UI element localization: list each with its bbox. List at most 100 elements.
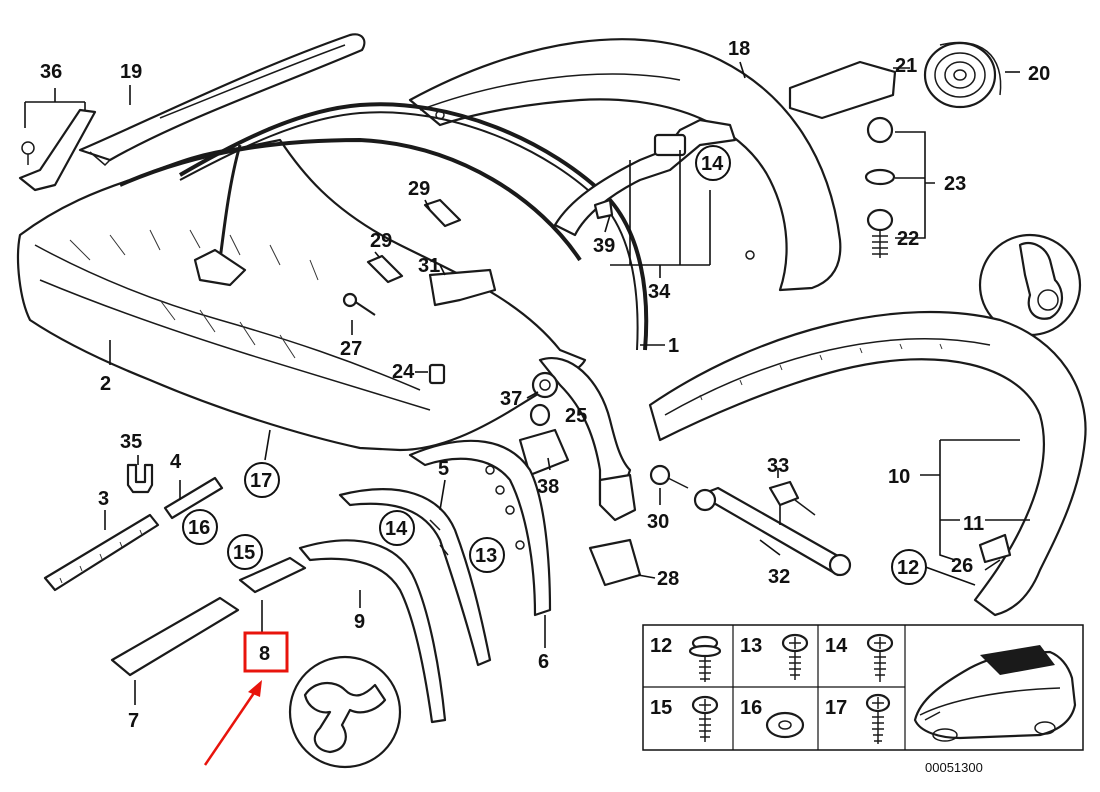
highlight-arrow-head [248,680,262,697]
callout-circle-12 [891,549,927,585]
screw-15-icon [691,695,719,742]
part-34-strap [553,118,737,237]
part-30-nut [649,464,689,489]
label-28: 28 [657,568,679,590]
callout-circle-14-bottom [379,510,415,546]
callout-circle-14-top [695,145,731,181]
car-thumbnail-icon [913,645,1077,742]
screw-12-icon [688,635,722,682]
part-31-bracket [428,268,497,307]
label-15: 15 [233,542,255,564]
zoom-detail-left [288,655,402,769]
label-32: 32 [768,566,790,588]
part-29-screw [366,198,462,284]
part-19-strip [78,33,366,167]
washer-16-icon [765,711,805,739]
callout-labels: 36 19 18 21 20 23 22 14 39 34 1 29 29 31… [40,38,1050,732]
part-36-bracket [18,101,97,192]
part-4-strip [163,476,224,520]
legend-label-15: 15 [650,697,672,719]
label-3: 3 [98,488,109,510]
legend-label-16: 16 [740,697,762,719]
label-7: 7 [128,710,139,732]
part-21-pad [788,60,897,120]
part-3-strip [43,513,160,592]
label-6: 6 [538,651,549,673]
label-31: 31 [418,255,440,277]
highlight-arrow-shaft [203,689,258,766]
label-35: 35 [120,431,142,453]
part-25-sleeve [529,403,551,427]
callout-circle-17 [244,462,280,498]
fastener-legend: 12 13 14 15 16 17 [642,624,1084,751]
screw-13-icon [781,633,809,680]
part-28-plate [588,538,642,587]
label-25: 25 [565,405,587,427]
label-38: 38 [537,476,559,498]
label-19: 19 [120,61,142,83]
label-34: 34 [648,281,671,303]
part-35-clip [126,463,154,494]
legend-label-14: 14 [825,635,848,657]
label-4: 4 [170,451,182,473]
label-10: 10 [888,466,910,488]
callout-circle-16 [182,509,218,545]
zoom-detail-right [978,233,1082,337]
label-11: 11 [963,513,984,535]
label-13: 13 [475,545,497,567]
label-21: 21 [895,55,917,77]
label-16: 16 [188,517,210,539]
highlight-box [243,631,289,673]
label-24: 24 [392,361,415,383]
part-23-fastener [864,116,896,258]
part-7-strip [110,596,240,677]
label-2: 2 [100,373,111,395]
label-36: 36 [40,61,62,83]
part-38-bracket [518,428,570,477]
highlight-8: 8 [203,631,289,766]
part-24-clip [428,363,446,385]
label-12: 12 [897,557,919,579]
part-27-pin [342,292,376,316]
part-20-roll [923,41,1002,109]
label-26: 26 [951,555,973,577]
part-10-seal [648,310,1087,617]
diagram-id: 00051300 [925,760,983,775]
label-20: 20 [1028,63,1050,85]
label-5: 5 [438,458,449,480]
part-8-strip [238,556,307,594]
part-1-arm [538,357,637,522]
part-9-trim [298,539,447,724]
part-32-rod [693,486,852,577]
callout-circle-13 [469,537,505,573]
legend-label-12: 12 [650,635,672,657]
label-27: 27 [340,338,362,360]
label-29-b: 29 [370,230,392,252]
part-33-bolt [768,480,816,516]
part-18-trim [408,38,842,292]
label-23: 23 [944,173,966,195]
screw-17-icon [865,693,891,744]
label-8: 8 [259,643,270,665]
part-6-trim [408,439,552,617]
legend-label-17: 17 [825,697,847,719]
screw-14-icon [866,633,894,682]
label-39: 39 [593,235,615,257]
part-5-trim [338,488,492,667]
legend-label-13: 13 [740,635,762,657]
part-37-gear [531,371,559,399]
label-17: 17 [250,470,272,492]
callout-circle-15 [227,534,263,570]
label-14-bottom: 14 [385,518,408,540]
label-14-top: 14 [701,153,724,175]
label-18: 18 [728,38,750,60]
label-33: 33 [767,455,789,477]
label-29-a: 29 [408,178,430,200]
label-22: 22 [897,228,919,250]
leader-lines [54,61,1030,705]
label-37: 37 [500,388,522,410]
label-30: 30 [647,511,669,533]
label-1: 1 [668,335,679,357]
